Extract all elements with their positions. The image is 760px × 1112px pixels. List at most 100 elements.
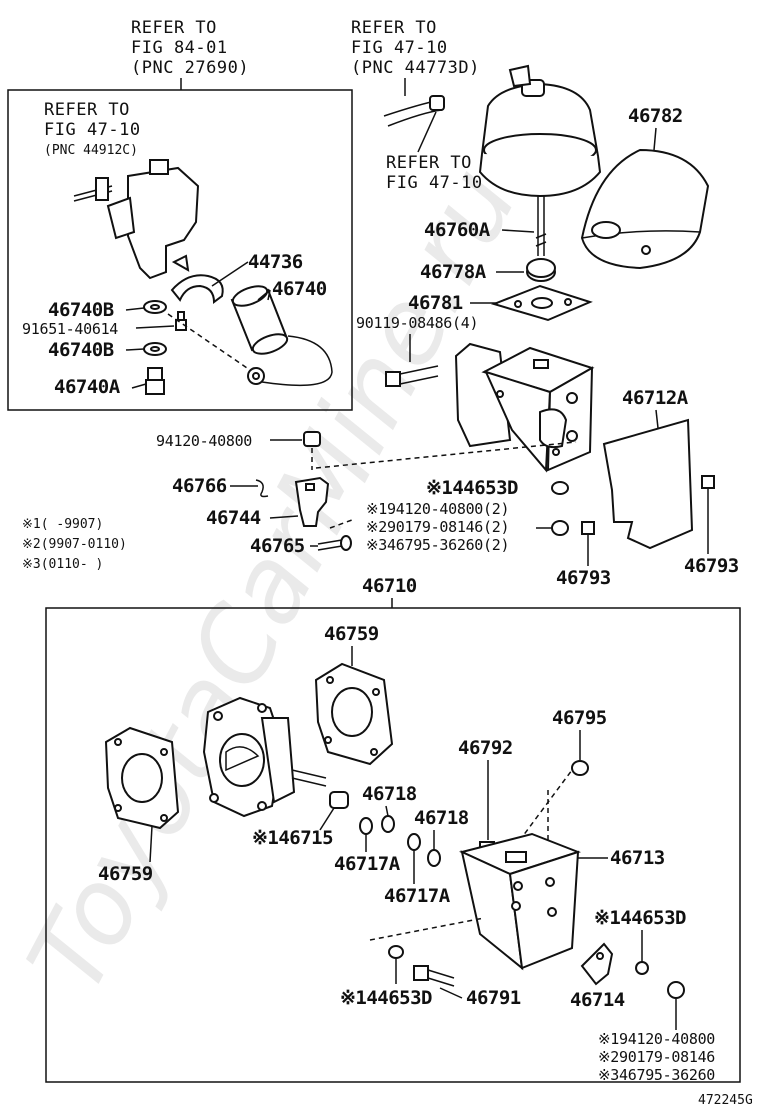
label-46795[interactable]: 46795: [552, 707, 607, 729]
label-46717A-a[interactable]: 46717A: [334, 853, 401, 875]
vacuum-tank-46740-drawing: [230, 285, 333, 387]
label-46792[interactable]: 46792: [458, 737, 513, 759]
vsv-subassembly-box: [7, 89, 353, 411]
nut-46795-upper-drawing: [551, 520, 569, 536]
assembly-46710-box: [45, 607, 741, 1083]
label-46714[interactable]: 46714: [570, 989, 625, 1011]
label-90179-08146-2[interactable]: ※290179-08146(2): [366, 518, 510, 536]
label-46718-b[interactable]: 46718: [414, 807, 469, 829]
washer-46717A-b-drawing: [427, 849, 441, 867]
label-94120-40800-2[interactable]: ※194120-40800(2): [366, 500, 510, 518]
ref-line: FIG 47-10: [386, 173, 483, 193]
bolt-46791-drawing: [413, 965, 455, 987]
nut-94120-lower-drawing: [667, 981, 685, 999]
diaphragm-actuator-drawing: [478, 64, 602, 256]
label-90119-08486[interactable]: 90119-08486(4): [356, 314, 479, 332]
clip-46718-b-drawing: [407, 833, 421, 851]
ref-line: (PNC 44912C): [44, 143, 138, 158]
figure-id: 472245G: [698, 1093, 753, 1108]
label-46740B-upper[interactable]: 46740B: [48, 299, 114, 321]
nut-46778A-drawing: [526, 258, 556, 282]
label-90179-08146-lower[interactable]: ※290179-08146: [598, 1048, 716, 1066]
label-46766[interactable]: 46766: [172, 475, 227, 497]
label-46778A[interactable]: 46778A: [420, 261, 487, 283]
label-94120-40800-lower[interactable]: ※194120-40800: [598, 1030, 716, 1048]
label-46712A[interactable]: 46712A: [622, 387, 689, 409]
clip-46793-left-drawing: [581, 521, 595, 535]
gasket-46759-lower-drawing: [104, 726, 180, 830]
legend-item: ※2(9907-0110): [22, 537, 127, 552]
label-91651-40614[interactable]: 91651-40614: [22, 320, 119, 338]
lever-46714-drawing: [580, 942, 614, 986]
clip-44653D-mid-drawing: [635, 961, 649, 975]
label-46717A-b[interactable]: 46717A: [384, 885, 451, 907]
ref-line: (PNC 44773D): [351, 58, 480, 78]
gasket-46781-drawing: [490, 284, 593, 322]
bushing-46715-drawing: [329, 791, 349, 809]
throttle-body-drawing: [202, 696, 327, 818]
ref-line: FIG 47-10: [44, 120, 141, 140]
nut-46795-drawing: [571, 760, 589, 776]
label-44653D-upper[interactable]: ※144653D: [426, 477, 519, 499]
reference-fig-47-10[interactable]: REFER TO FIG 47-10: [386, 153, 483, 193]
label-46795-36260-2[interactable]: ※346795-36260(2): [366, 536, 510, 554]
ref-line: REFER TO: [386, 153, 472, 173]
gasket-46759-upper-drawing: [314, 662, 394, 766]
label-46740[interactable]: 46740: [272, 278, 327, 300]
legend-item: ※3(0110- ): [22, 557, 103, 572]
label-46760A[interactable]: 46760A: [424, 219, 491, 241]
label-46782[interactable]: 46782: [628, 105, 683, 127]
bracket-44736-drawing: [170, 261, 249, 304]
nut-94120-upper-drawing: [303, 431, 321, 447]
heat-insulator-46782-drawing: [580, 148, 710, 270]
ref-line: REFER TO: [44, 100, 130, 120]
label-44736[interactable]: 44736: [248, 251, 303, 273]
clip-46718-a-drawing: [359, 817, 373, 835]
actuator-bracket-drawing: [454, 342, 595, 473]
spring-46766-drawing: [255, 479, 269, 498]
label-46744[interactable]: 46744: [206, 507, 261, 529]
label-46791[interactable]: 46791: [466, 987, 521, 1009]
label-46793-left[interactable]: 46793: [556, 567, 611, 589]
label-46759-lower[interactable]: 46759: [98, 863, 153, 885]
label-46795-36260-lower[interactable]: ※346795-36260: [598, 1066, 716, 1084]
ref-line: FIG 84-01: [131, 38, 228, 58]
label-46781[interactable]: 46781: [408, 292, 463, 314]
insulator-46712A-drawing: [602, 418, 694, 550]
label-46765[interactable]: 46765: [250, 535, 305, 557]
bracket-46713-drawing: [459, 832, 581, 971]
label-46759-upper[interactable]: 46759: [324, 623, 379, 645]
clip-46793-right-drawing: [701, 475, 715, 496]
ref-line: REFER TO: [131, 18, 217, 38]
screw-91651-40614: [175, 311, 187, 331]
clip-44653D-upper-drawing: [551, 481, 569, 495]
reference-fig-47-10-44773D[interactable]: REFER TO FIG 47-10 (PNC 44773D): [351, 18, 480, 78]
ref-line: REFER TO: [351, 18, 437, 38]
label-46715[interactable]: ※146715: [252, 827, 334, 849]
washer-46740B-lower: [143, 342, 167, 356]
label-46740B-lower[interactable]: 46740B: [48, 339, 114, 361]
ref-line: FIG 47-10: [351, 38, 448, 58]
label-46718-a[interactable]: 46718: [362, 783, 417, 805]
washer-46717A-a-drawing: [381, 815, 395, 833]
washer-46740B-upper: [143, 300, 167, 314]
reference-fig-84-01[interactable]: REFER TO FIG 84-01 (PNC 27690): [131, 18, 249, 78]
bolt-46740A: [145, 367, 165, 395]
label-46793-right[interactable]: 46793: [684, 555, 739, 577]
ref-line: (PNC 27690): [131, 58, 249, 78]
label-46710[interactable]: 46710: [362, 575, 417, 597]
vacuum-hose-drawing: [383, 95, 445, 127]
label-44653D-lower[interactable]: ※144653D: [340, 987, 433, 1009]
label-46713[interactable]: 46713: [610, 847, 665, 869]
clip-44653D-lower-left-drawing: [388, 945, 404, 959]
reference-fig-47-10-44912C[interactable]: REFER TO FIG 47-10 (PNC 44912C): [44, 100, 141, 158]
label-94120-40800-upper[interactable]: 94120-40800: [156, 432, 253, 450]
vacuum-switching-valve-drawing: [73, 159, 200, 280]
link-46744-drawing: [294, 476, 330, 527]
pin-46765-drawing: [317, 535, 352, 551]
label-44653D-mid[interactable]: ※144653D: [594, 907, 687, 929]
bolt-90119-drawing: [385, 365, 439, 387]
label-46740A[interactable]: 46740A: [54, 376, 121, 398]
legend: ※1( -9907) ※2(9907-0110) ※3(0110- ): [22, 517, 127, 572]
